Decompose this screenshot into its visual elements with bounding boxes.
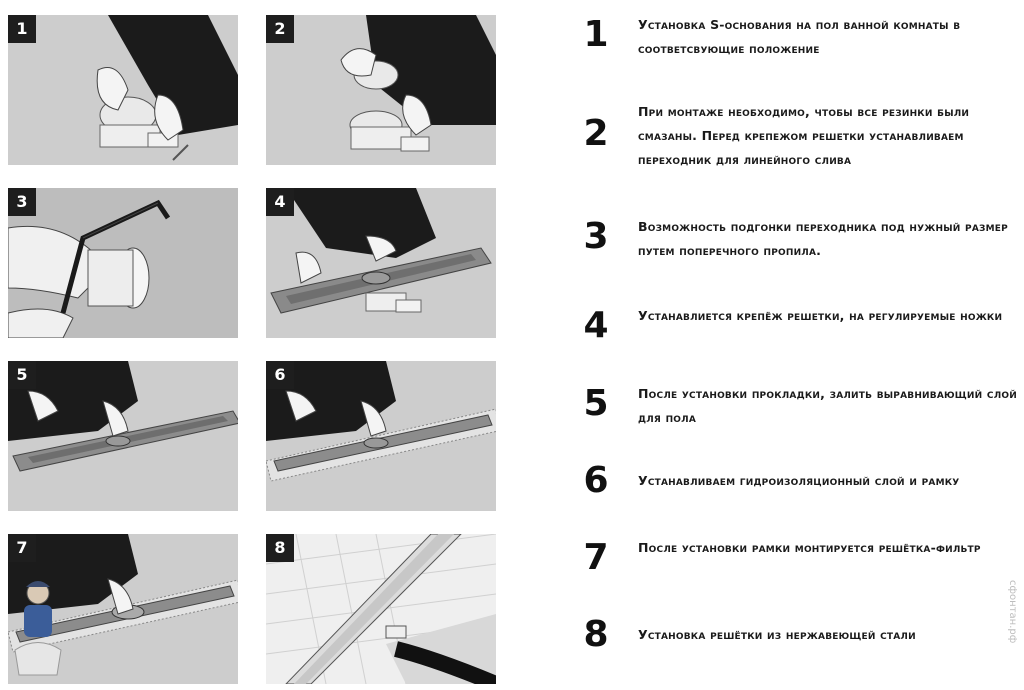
- illustration-panel-2: 2: [266, 15, 496, 165]
- step-description: После установки рамки монтируется решётк…: [638, 540, 981, 555]
- step-number: 3: [583, 216, 609, 257]
- panel-number-badge: 4: [266, 188, 294, 216]
- illustration-panel-3: 3: [8, 188, 238, 338]
- step-8: 8 Установка решётки из нержавеющей стали: [578, 605, 1018, 665]
- step-4: 4 Устанавлиется крепёж решетки, на регул…: [578, 296, 1018, 356]
- step-description: Установка S-основания на пол ванной комн…: [638, 17, 961, 56]
- step-description: Установка решётки из нержавеющей стали: [638, 627, 916, 642]
- panel-number-badge: 8: [266, 534, 294, 562]
- step-number: 7: [583, 537, 609, 578]
- step-2: 2 При монтаже необходимо, чтобы все рези…: [578, 100, 1018, 167]
- illustration-2: [266, 15, 496, 165]
- panel-number-badge: 1: [8, 15, 36, 43]
- illustration-panel-8: 8: [266, 534, 496, 684]
- illustration-1: [8, 15, 238, 165]
- step-description: При монтаже необходимо, чтобы все резинк…: [638, 104, 970, 167]
- illustration-panel-5: 5: [8, 361, 238, 511]
- illustration-5: [8, 361, 238, 511]
- step-number: 8: [583, 614, 609, 655]
- step-description: Возможность подгонки переходника под нуж…: [638, 219, 1008, 258]
- illustration-panel-6: 6: [266, 361, 496, 511]
- step-description: После установки прокладки, залить выравн…: [638, 386, 1017, 425]
- panel-number-badge: 7: [8, 534, 36, 562]
- step-description: Устанавливаем гидроизоляционный слой и р…: [638, 473, 960, 488]
- illustration-4: [266, 188, 496, 338]
- step-number: 5: [583, 383, 609, 424]
- illustration-8: [266, 534, 496, 684]
- illustration-3: [8, 188, 238, 338]
- step-number: 2: [583, 113, 609, 154]
- step-6: 6 Устанавливаем гидроизоляционный слой и…: [578, 451, 1018, 511]
- plumber-mascot-image: [14, 581, 62, 676]
- step-description: Устанавлиется крепёж решетки, на регулир…: [638, 308, 1003, 323]
- step-number: 1: [583, 14, 609, 55]
- panel-number-badge: 2: [266, 15, 294, 43]
- illustration-panel-1: 1: [8, 15, 238, 165]
- watermark: сфонтан.рф: [1007, 580, 1018, 644]
- step-3: 3 Возможность подгонки переходника под н…: [578, 207, 1018, 267]
- panel-number-badge: 3: [8, 188, 36, 216]
- illustration-6: [266, 361, 496, 511]
- panel-number-badge: 5: [8, 361, 36, 389]
- step-1: 1 Установка S-основания на пол ванной ко…: [578, 5, 1018, 65]
- step-7: 7 После установки рамки монтируется решё…: [578, 528, 1018, 588]
- step-number: 4: [583, 305, 609, 346]
- panel-number-badge: 6: [266, 361, 294, 389]
- step-number: 6: [583, 460, 609, 501]
- illustration-panel-4: 4: [266, 188, 496, 338]
- step-5: 5 После установки прокладки, залить выра…: [578, 374, 1018, 434]
